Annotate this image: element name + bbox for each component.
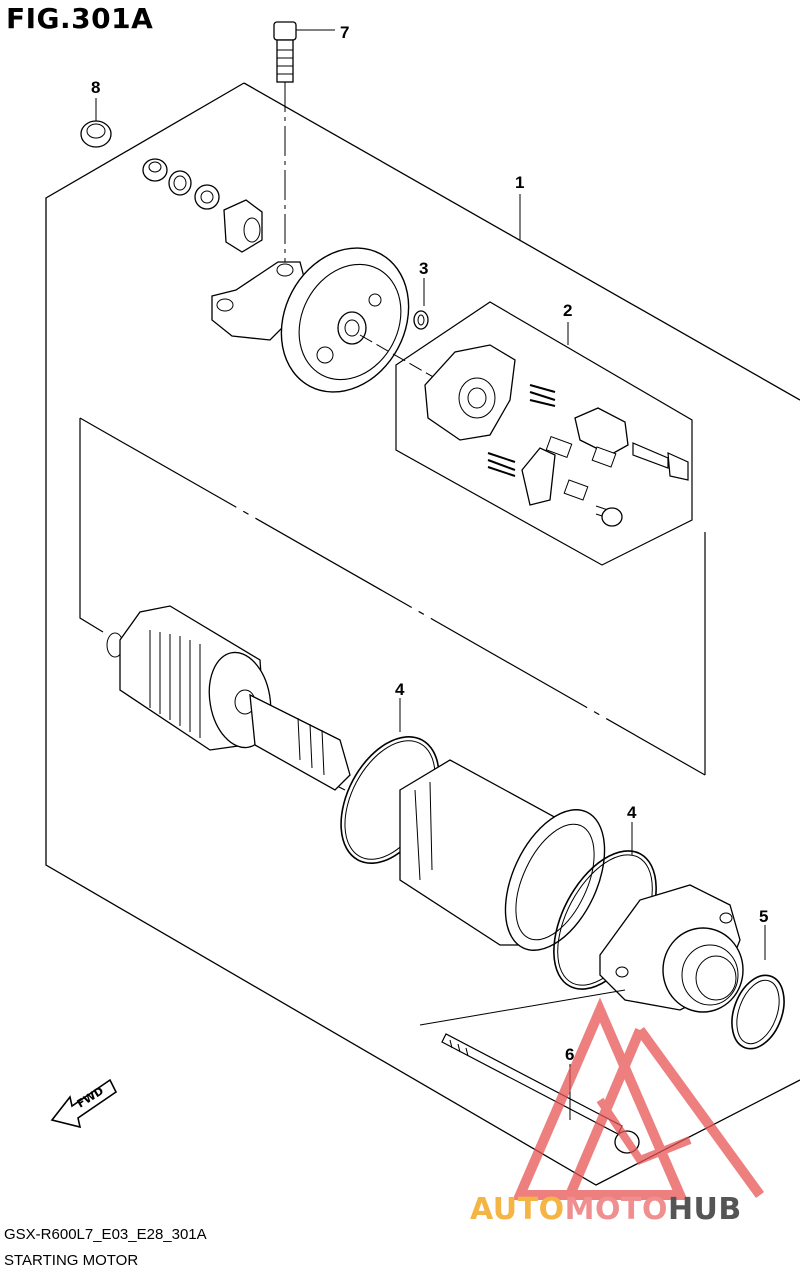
end-cover	[211, 247, 471, 399]
figure-model-code: GSX-R600L7_E03_E28_301A	[4, 1226, 207, 1243]
callout-2: 2	[563, 301, 572, 320]
watermark-hub: HUB	[667, 1192, 742, 1227]
watermark-text: AUTOMOTOHUB	[470, 1192, 742, 1227]
callout-4b: 4	[627, 803, 637, 822]
bolt-7	[273, 21, 335, 262]
callout-8: 8	[91, 78, 100, 97]
front-bracket	[599, 884, 744, 1013]
callout-5: 5	[759, 907, 768, 926]
watermark-auto: AUTO	[470, 1192, 565, 1227]
callout-1: 1	[515, 173, 524, 192]
fwd-arrow-icon: FWD	[50, 1078, 118, 1129]
watermark-logo-icon	[512, 997, 765, 1200]
callout-6: 6	[565, 1045, 574, 1064]
armature	[106, 605, 351, 791]
armature-outline-top	[79, 417, 706, 776]
washer-stack	[142, 158, 263, 253]
watermark-moto: MOTO	[564, 1192, 668, 1227]
figure-name: STARTING MOTOR	[4, 1252, 139, 1269]
callout-4a: 4	[395, 680, 405, 699]
callout-7: 7	[340, 23, 349, 42]
brush-holder-parts	[424, 344, 689, 527]
assembly-outline	[243, 82, 800, 401]
o-ring-3	[413, 278, 429, 330]
o-ring-5	[731, 925, 785, 1050]
armature-outline	[79, 418, 104, 633]
yoke-housing	[399, 759, 606, 951]
figure-title: FIG.301A	[6, 2, 154, 35]
brush-holder-box	[395, 301, 693, 566]
callout-3: 3	[419, 259, 428, 278]
nut-8	[80, 98, 112, 148]
